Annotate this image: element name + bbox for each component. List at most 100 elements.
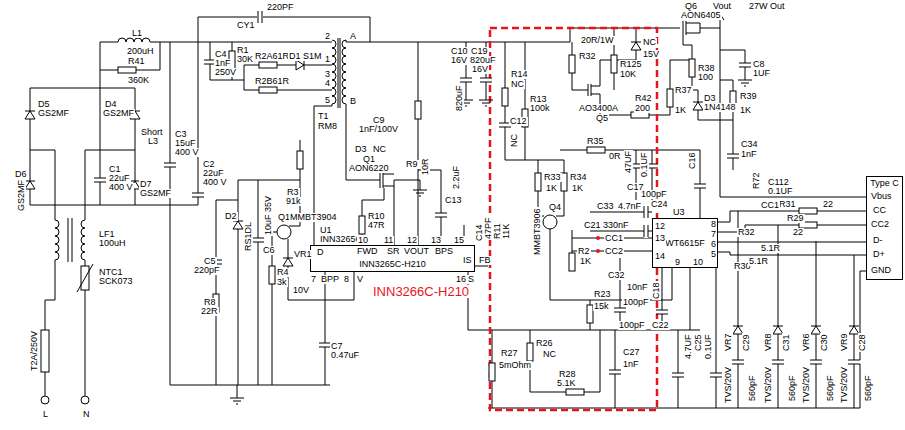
resistor-symbol — [502, 88, 508, 106]
part-label: D7 — [139, 180, 153, 189]
part-label: Vout — [712, 2, 732, 11]
part-label: VR9 — [840, 332, 849, 352]
part-label: S — [467, 275, 475, 284]
capacitor-symbol — [771, 360, 785, 364]
part-label: C9 — [372, 116, 386, 125]
part-label: GND — [870, 266, 892, 275]
resistor-symbol — [259, 62, 277, 68]
part-label: C8 — [752, 60, 766, 69]
capacitor-symbol — [191, 193, 205, 197]
part-label: 7 — [710, 230, 717, 239]
part-label: 22uF — [202, 169, 225, 178]
part-label: 100uH — [98, 239, 127, 248]
part-label: 200uH — [126, 47, 155, 56]
part-label: R125 — [619, 60, 643, 69]
part-label: C3 — [174, 130, 188, 139]
capacitor-symbol — [613, 308, 627, 312]
part-label: R42 — [634, 94, 653, 103]
part-label: 360K — [127, 76, 150, 85]
part-label: CY1 — [236, 21, 256, 30]
part-label: VR8 — [764, 332, 773, 352]
capacitor-symbol — [608, 370, 622, 374]
part-label: CC1 — [760, 201, 780, 210]
part-label: D4 — [104, 100, 118, 109]
inductor — [118, 38, 150, 42]
part-label: R3 — [286, 188, 300, 197]
resistor-symbol — [259, 87, 277, 93]
part-label: CC — [872, 206, 887, 215]
part-label: MMBT3906 — [533, 207, 542, 256]
part-label: U1 — [319, 226, 333, 235]
part-label: TVS/20V — [802, 366, 811, 404]
resistor-symbol — [667, 89, 673, 107]
part-label: R8 — [203, 298, 217, 307]
wire — [30, 16, 866, 408]
transformer-core — [338, 38, 340, 108]
part-label: 20R/1W — [580, 36, 615, 45]
part-label: FB — [478, 256, 492, 265]
part-label: T1 — [317, 112, 330, 121]
part-label: 8 — [710, 220, 717, 229]
zener-symbol — [283, 258, 293, 266]
part-label: 16V — [471, 65, 489, 74]
part-label: 22 — [792, 228, 804, 237]
terminal — [81, 396, 89, 404]
capacitor-symbol — [847, 360, 861, 364]
part-label: IS — [462, 256, 473, 265]
thermistor-mark — [77, 264, 93, 292]
part-label: 11 — [383, 236, 394, 245]
part-label: C1 — [108, 165, 122, 174]
capacitor-symbol — [709, 373, 723, 377]
part-label: 250V — [214, 68, 237, 77]
resistor-symbol — [689, 59, 695, 77]
part-label: 0.1UF — [767, 187, 794, 196]
part-label: 1nF — [740, 150, 758, 159]
diode-symbol — [296, 60, 304, 70]
ground-symbol — [479, 100, 493, 106]
part-label: 5.1R — [760, 244, 781, 253]
part-label: 5.1R — [748, 257, 769, 266]
part-label: R26 — [535, 339, 554, 348]
capacitor-symbol — [434, 213, 448, 217]
part-label: D3 — [703, 94, 717, 103]
part-label: L3 — [147, 137, 159, 146]
part-label: U3 — [672, 208, 686, 217]
part-label: 12 — [654, 222, 666, 231]
part-label: C34 — [740, 140, 759, 149]
part-label: D6 — [14, 170, 28, 179]
capacitor-symbol — [251, 238, 265, 242]
part-label: C5 — [203, 257, 217, 266]
part-label: GS2MF — [37, 109, 70, 118]
capacitor-symbol — [809, 360, 823, 364]
part-label: RM8 — [317, 122, 338, 131]
part-label: 47PF — [484, 216, 493, 240]
part-label: GS2MF — [102, 109, 135, 118]
part-label: 1K — [571, 184, 584, 193]
part-label: VOUT — [403, 247, 430, 256]
part-label: R14 — [510, 70, 529, 79]
part-label: C21 — [583, 221, 602, 230]
part-label: 3 — [324, 70, 331, 79]
capacitor-symbol — [731, 360, 745, 364]
part-label: C25 — [694, 333, 703, 352]
part-label: 560pF — [864, 374, 873, 402]
part-label: 560pF — [748, 374, 757, 402]
resistor-symbol — [566, 389, 584, 395]
part-label: C22 — [651, 321, 670, 330]
part-label: BPS — [434, 247, 454, 256]
part-label: 22uF — [108, 174, 131, 183]
part-label: C18 — [652, 281, 661, 300]
part-label: 1nF — [214, 59, 232, 68]
part-label: VR1 — [293, 250, 313, 259]
part-label: C29 — [742, 333, 751, 352]
part-label: C7 — [330, 342, 344, 351]
part-label: 2.2uF — [452, 165, 461, 190]
node-label: INN3265C-H210 — [359, 260, 426, 269]
part-label: AON6220 — [348, 164, 390, 173]
part-label: C16 — [688, 151, 697, 170]
part-label: Q1 — [362, 155, 376, 164]
part-label: 10uF 35V — [264, 195, 273, 236]
resistor-symbol — [359, 216, 365, 234]
part-label: 27W Out — [748, 2, 786, 11]
